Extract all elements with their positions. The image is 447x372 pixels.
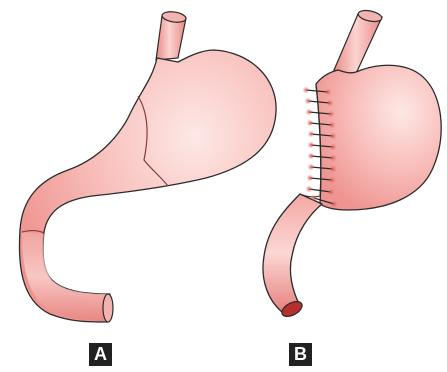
panel-b-stomach: [263, 9, 441, 320]
panel-label-b: B: [289, 343, 312, 366]
esophagus-a: [156, 16, 186, 60]
duodenum-b: [263, 194, 322, 312]
duodenum-a: [22, 232, 110, 321]
pylorus-a-opening: [103, 294, 113, 322]
panel-label-a: A: [89, 343, 112, 366]
stomach-body-a: [19, 50, 276, 322]
panel-a-stomach: [19, 10, 276, 322]
